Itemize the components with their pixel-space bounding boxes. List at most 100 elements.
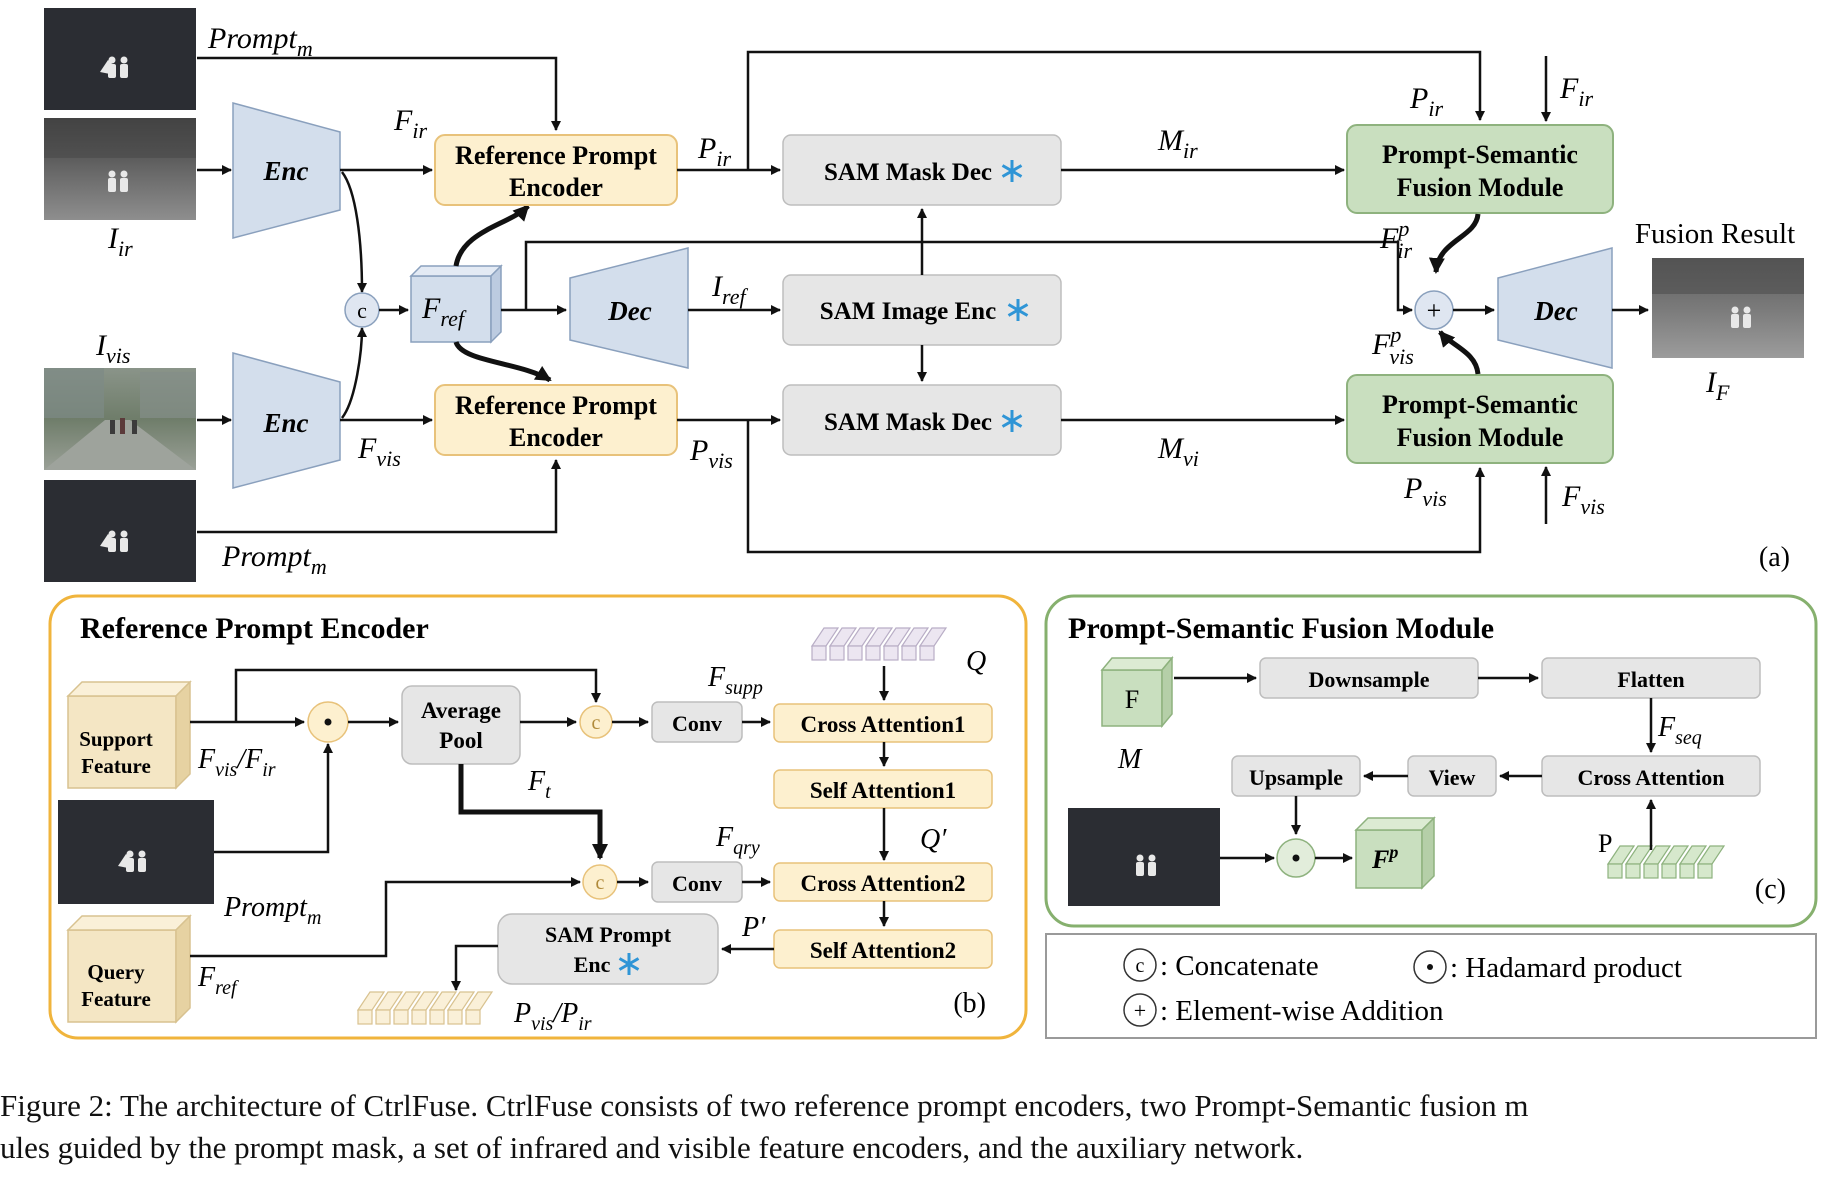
svg-text:Average: Average bbox=[421, 698, 501, 723]
sam-prompt-encoder-box: SAM Prompt Enc bbox=[497, 913, 719, 985]
token-block bbox=[829, 645, 845, 661]
f-ref-label-b: Fref bbox=[197, 962, 239, 999]
prompt-m-top-label: Promptm bbox=[207, 22, 313, 61]
token-block bbox=[901, 645, 917, 661]
f-t-label: Ft bbox=[527, 766, 551, 803]
i-vis-label: Ivis bbox=[95, 329, 130, 368]
p-ir-label-a: Pir bbox=[697, 132, 731, 171]
svg-text:c: c bbox=[1136, 955, 1145, 977]
query-tokens-q bbox=[810, 627, 948, 661]
svg-text:Self Attention2: Self Attention2 bbox=[810, 938, 956, 963]
prompt-tokens-output bbox=[356, 991, 494, 1025]
token-block bbox=[447, 1009, 463, 1025]
m-vi-label: Mvi bbox=[1157, 432, 1199, 471]
m-label-c: M bbox=[1117, 744, 1143, 775]
sam-mask-decoder-bottom: SAM Mask Dec bbox=[782, 384, 1062, 456]
svg-text:Prompt-Semantic: Prompt-Semantic bbox=[1382, 390, 1578, 419]
architecture-diagram: Promptm Iir Ivis Promptm Enc Enc Fir Fvi… bbox=[44, 8, 1818, 1040]
svg-text:+: + bbox=[1134, 998, 1146, 1023]
svg-text:Fp: Fp bbox=[1371, 842, 1398, 874]
svg-text:Self Attention1: Self Attention1 bbox=[810, 778, 956, 803]
support-feature-cube: Support Feature bbox=[66, 680, 192, 790]
token-block bbox=[429, 1009, 445, 1025]
svg-text:Pool: Pool bbox=[439, 728, 482, 753]
svg-text:FIref: FIref bbox=[711, 270, 749, 309]
f-ir-label: Fir bbox=[393, 104, 427, 143]
prompt-semantic-fusion-module-top: Prompt-Semantic Fusion Module bbox=[1346, 124, 1614, 214]
panel-a-tag: (a) bbox=[1759, 542, 1790, 573]
q-label: Q bbox=[966, 646, 986, 677]
token-block bbox=[1643, 863, 1659, 879]
f-vis-input-label: Fvis bbox=[1561, 480, 1605, 519]
svg-text:Downsample: Downsample bbox=[1308, 667, 1429, 692]
panel-c-title: Prompt-Semantic Fusion Module bbox=[1068, 612, 1494, 645]
svg-text:SAM Mask Dec: SAM Mask Dec bbox=[824, 159, 992, 186]
p-vis-label-psfm: Pvis bbox=[1403, 472, 1447, 511]
q-prime-label: Q′ bbox=[920, 824, 947, 855]
svg-text:SAM Prompt: SAM Prompt bbox=[545, 922, 672, 947]
token-block bbox=[811, 645, 827, 661]
token-block bbox=[847, 645, 863, 661]
legend-concat: c : Concatenate bbox=[1123, 948, 1319, 982]
cross-attention-2-box: Cross Attention2 bbox=[773, 862, 993, 902]
sam-image-encoder: SAM Image Enc bbox=[782, 274, 1062, 346]
svg-text:Encoder: Encoder bbox=[509, 423, 603, 452]
concat-node-b-lower: c bbox=[582, 864, 618, 900]
reference-prompt-encoder-top: Reference Prompt Encoder bbox=[434, 134, 678, 206]
p-vis-label-a: Pvis bbox=[689, 434, 733, 473]
prompt-tokens-c bbox=[1606, 845, 1726, 879]
svg-text:Fsupp: Fsupp bbox=[707, 662, 763, 699]
decoder-right: Dec bbox=[1497, 247, 1613, 369]
prompt-m-label-b: Promptm bbox=[223, 892, 321, 929]
legend-hadamard: : Hadamard product bbox=[1413, 950, 1682, 984]
svg-text:Conv: Conv bbox=[672, 711, 722, 736]
f-ir-input-label: Fir bbox=[1559, 72, 1593, 111]
svg-text:Mvi: Mvi bbox=[1157, 432, 1199, 471]
fusion-result-label: Fusion Result bbox=[1635, 218, 1795, 250]
p-ir-label-psfm: Pir bbox=[1409, 82, 1443, 121]
svg-text:Pvis: Pvis bbox=[1403, 472, 1447, 511]
svg-text:: Element-wise Addition: : Element-wise Addition bbox=[1160, 995, 1444, 1027]
svg-text:Cross Attention1: Cross Attention1 bbox=[800, 712, 965, 737]
visible-image bbox=[44, 368, 196, 470]
svg-text:Dec: Dec bbox=[1533, 296, 1577, 326]
i-f-label: IF bbox=[1705, 366, 1730, 405]
add-node-a: + bbox=[1414, 290, 1454, 330]
token-block bbox=[465, 1009, 481, 1025]
svg-text:Pir: Pir bbox=[1409, 82, 1443, 121]
f-vis-f-ir-label: Fvis/Fir bbox=[197, 744, 276, 781]
svg-text:SAM Image Enc: SAM Image Enc bbox=[820, 298, 996, 325]
svg-text:: Concatenate: : Concatenate bbox=[1160, 950, 1319, 982]
panel-c-border bbox=[1044, 594, 1818, 928]
svg-text:SAM Mask Dec: SAM Mask Dec bbox=[824, 409, 992, 436]
p-vis-p-ir-label-b: Pvis/Pir bbox=[513, 998, 592, 1035]
fp-cube-c: Fp bbox=[1354, 816, 1436, 890]
svg-text:Cross Attention: Cross Attention bbox=[1578, 765, 1725, 790]
encoder-ir: Enc bbox=[232, 102, 341, 239]
hadamard-node-c bbox=[1276, 838, 1316, 878]
token-block bbox=[1625, 863, 1641, 879]
token-block bbox=[1661, 863, 1677, 879]
legend-box bbox=[1045, 933, 1817, 1039]
token-block bbox=[883, 645, 899, 661]
svg-text:Reference Prompt: Reference Prompt bbox=[455, 391, 657, 420]
svg-text:Fqry: Fqry bbox=[715, 822, 760, 859]
upsample-box: Upsample bbox=[1231, 755, 1361, 797]
svg-text:Fvis: Fvis bbox=[357, 432, 401, 471]
svg-text:Fref: Fref bbox=[197, 962, 239, 999]
cross-attention-1-box: Cross Attention1 bbox=[773, 703, 993, 743]
svg-text:c: c bbox=[357, 298, 367, 323]
svg-text:Cross Attention2: Cross Attention2 bbox=[800, 871, 965, 896]
self-attention-2-box: Self Attention2 bbox=[773, 929, 993, 969]
panel-b-border bbox=[48, 594, 1028, 1040]
infrared-image bbox=[44, 118, 196, 220]
svg-text:Fusion Module: Fusion Module bbox=[1397, 423, 1564, 452]
token-block bbox=[393, 1009, 409, 1025]
figure-caption: Figure 2: The architecture of CtrlFuse. … bbox=[0, 1088, 1529, 1165]
svg-text:Promptm: Promptm bbox=[207, 22, 313, 61]
cross-attention-box-c: Cross Attention bbox=[1541, 755, 1761, 797]
svg-text:IF: IF bbox=[1705, 366, 1730, 405]
svg-text:Ivis: Ivis bbox=[95, 329, 130, 368]
prompt-semantic-fusion-module-bottom: Prompt-Semantic Fusion Module bbox=[1346, 374, 1614, 464]
